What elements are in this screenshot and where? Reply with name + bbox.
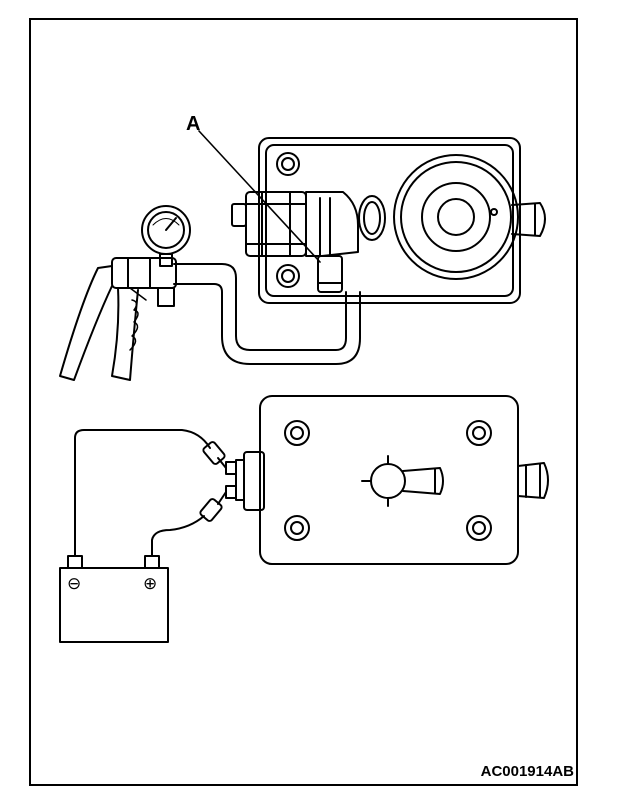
hand-vacuum-pump-icon bbox=[59, 257, 177, 381]
valve-bottom-view bbox=[259, 395, 549, 565]
solenoid-valve-icon bbox=[231, 137, 546, 304]
callout-leader-a bbox=[198, 130, 321, 263]
figure-frame bbox=[29, 18, 578, 786]
battery-positive-symbol: ⊕ bbox=[143, 574, 158, 593]
callout-label-a: A bbox=[186, 113, 201, 135]
battery-negative-symbol: ⊖ bbox=[67, 574, 82, 593]
connector-icon bbox=[225, 451, 265, 511]
lead-wires bbox=[74, 429, 227, 557]
vacuum-hose bbox=[173, 263, 361, 365]
vacuum-gauge-icon bbox=[141, 205, 191, 267]
battery-icon bbox=[59, 555, 169, 643]
figure-code: AC001914AB bbox=[480, 763, 574, 780]
